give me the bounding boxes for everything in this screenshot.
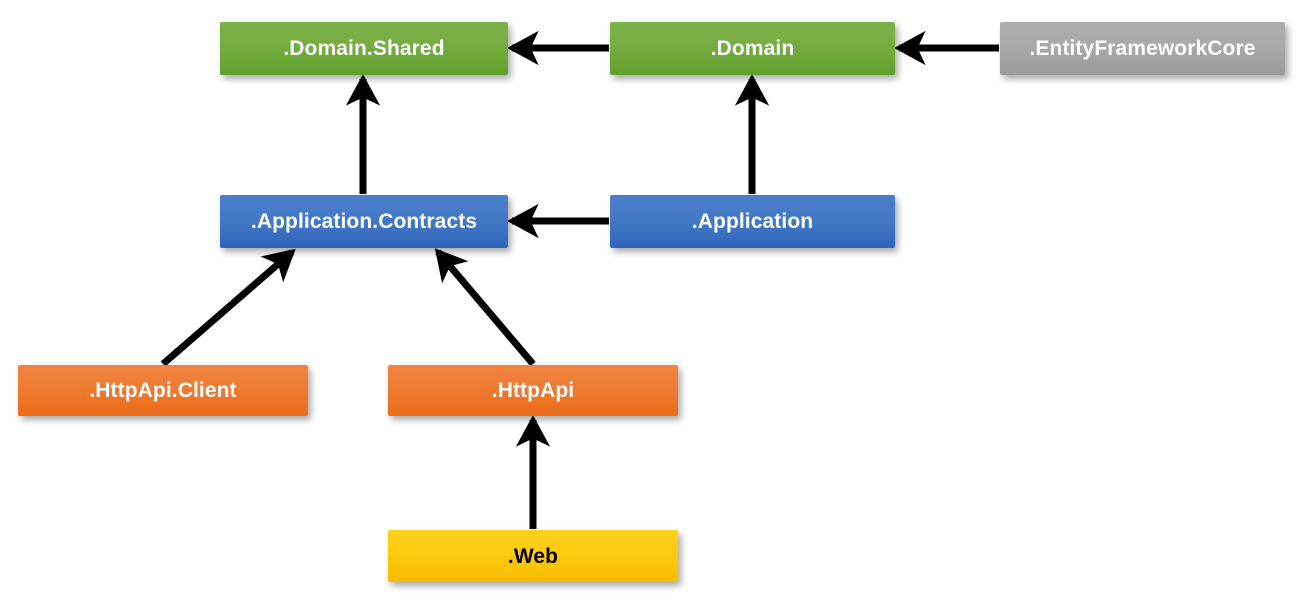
node-application-contracts[interactable]: .Application.Contracts	[220, 195, 508, 248]
node-label-domain-shared: .Domain.Shared	[283, 37, 445, 60]
node-domain-shared[interactable]: .Domain.Shared	[220, 22, 508, 75]
node-label-application: .Application	[691, 210, 814, 233]
node-label-web: .Web	[507, 544, 559, 568]
node-entity-framework-core[interactable]: .EntityFrameworkCore	[1000, 22, 1285, 75]
node-httpapi[interactable]: .HttpApi	[388, 365, 678, 416]
node-domain[interactable]: .Domain	[610, 22, 895, 75]
node-httpapi-client[interactable]: .HttpApi.Client	[18, 365, 308, 416]
node-label-entity-framework-core: .EntityFrameworkCore	[1029, 37, 1256, 60]
node-label-httpapi-client: .HttpApi.Client	[89, 379, 237, 402]
node-label-application-contracts: .Application.Contracts	[250, 210, 478, 233]
arrow-httpapi-client-to-application-contracts	[160, 248, 296, 367]
arrow-httpapi-to-application-contracts	[434, 248, 536, 367]
node-label-domain: .Domain	[710, 37, 795, 60]
node-web[interactable]: .Web	[388, 530, 678, 582]
node-label-httpapi: .HttpApi	[491, 379, 575, 402]
node-application[interactable]: .Application	[610, 195, 895, 248]
